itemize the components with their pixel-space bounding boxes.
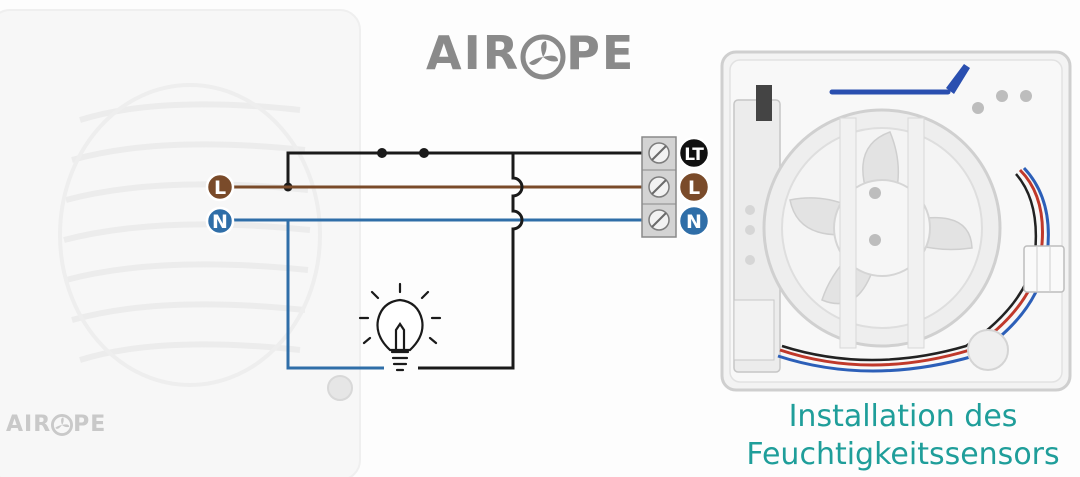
left-live-label: L (214, 177, 226, 199)
light-bulb-icon (358, 282, 442, 372)
fan-icon (51, 414, 74, 436)
caption-line-2: Feuchtigkeitssensors (746, 437, 1060, 472)
left-neutral-badge (205, 206, 235, 236)
right-live-badge (677, 170, 711, 204)
brand-name-part2-faded: PE (73, 412, 107, 437)
switch-icon (377, 148, 387, 158)
wiring-schematic: L N LT L N (205, 136, 711, 372)
fan-icon (520, 34, 566, 79)
switch-contact (419, 148, 429, 158)
lamp-switched-wire (418, 153, 524, 370)
fan-interior-photo (720, 50, 1072, 392)
brand-name-part1-faded: AIR (6, 412, 52, 437)
left-live-badge (205, 172, 235, 202)
right-lt-badge (677, 136, 711, 170)
terminal-block-icon (641, 136, 677, 238)
left-neutral-label: N (212, 211, 228, 233)
wire-connector (1023, 245, 1065, 293)
brand-logo-bottom: AIR PE (6, 414, 106, 436)
brand-logo-top: AIR PE (426, 30, 635, 80)
brand-name-part1: AIR (426, 26, 521, 80)
black-wire (781, 173, 1038, 362)
lamp-neutral-wire (286, 220, 384, 370)
cable-entry (967, 329, 1009, 371)
brand-name-part2: PE (566, 26, 636, 80)
right-neutral-label: N (686, 211, 702, 233)
caption: Installation des Feuchtigkeitssensors (728, 398, 1078, 474)
caption-line-1: Installation des (788, 399, 1018, 434)
red-wire (779, 168, 1044, 367)
right-neutral-badge (677, 204, 711, 238)
right-live-label: L (688, 177, 700, 199)
switch-wire (286, 151, 644, 187)
fan-hub (833, 179, 931, 277)
component (756, 85, 772, 121)
blue-wire (777, 166, 1050, 373)
sensor-hole (327, 375, 353, 401)
right-lt-label: LT (684, 145, 704, 165)
